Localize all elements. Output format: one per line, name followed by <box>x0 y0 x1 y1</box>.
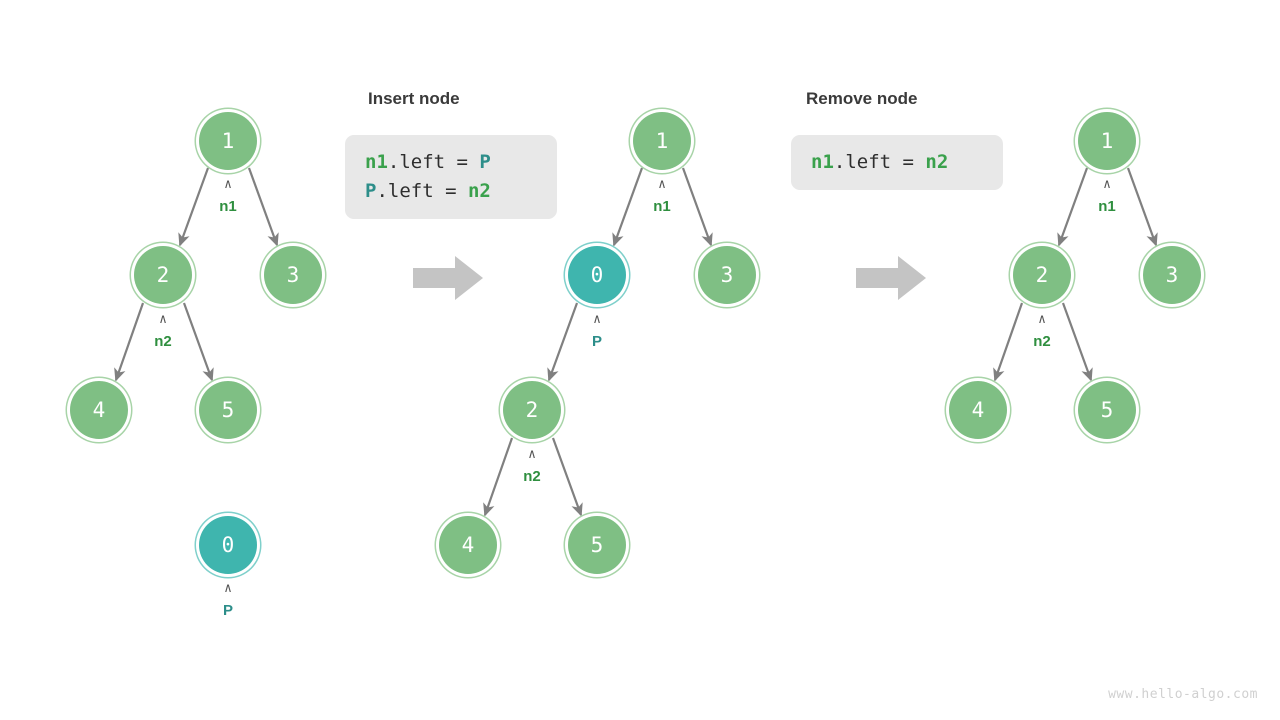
tree-node[interactable]: 3 <box>1143 246 1201 304</box>
tree-node[interactable]: 2 <box>134 246 192 304</box>
tree-node[interactable]: 1 <box>199 112 257 170</box>
code-token-p: P <box>479 151 491 173</box>
tree-node[interactable]: 2 <box>1013 246 1071 304</box>
watermark: www.hello-algo.com <box>1108 687 1258 702</box>
code-token-op: .left = <box>833 151 926 173</box>
code-token-op: .left = <box>387 151 480 173</box>
pointer-name: n1 <box>219 198 237 215</box>
tree-node[interactable]: 4 <box>949 381 1007 439</box>
pointer-name: n2 <box>523 468 541 485</box>
pointer-name: n1 <box>1098 198 1116 215</box>
caret-icon: ∧ <box>593 312 601 327</box>
caret-icon: ∧ <box>159 312 167 327</box>
pointer-name: n1 <box>653 198 671 215</box>
caret-icon: ∧ <box>1103 177 1111 192</box>
code-token-n2: n2 <box>467 180 491 202</box>
code-token-p: P <box>365 180 377 202</box>
tree-node[interactable]: 1 <box>633 112 691 170</box>
pointer-name: n2 <box>1033 333 1051 350</box>
pointer-label-n1: ∧ n1 <box>1077 177 1137 216</box>
tree-node[interactable]: 4 <box>439 516 497 574</box>
tree-node-inserted[interactable]: 0 <box>568 246 626 304</box>
caret-icon: ∧ <box>528 447 536 462</box>
caret-icon: ∧ <box>658 177 666 192</box>
tree-node-detached[interactable]: 0 <box>199 516 257 574</box>
pointer-label-n2: ∧ n2 <box>502 447 562 486</box>
code-token-n2: n2 <box>925 151 949 173</box>
section-title-remove: Remove node <box>806 89 918 108</box>
code-token-op: .left = <box>376 180 468 202</box>
code-box-remove: n1.left = n2 <box>791 135 1003 190</box>
pointer-label-n2: ∧ n2 <box>1012 312 1072 351</box>
code-line: n1.left = P <box>365 148 537 177</box>
step-arrow-icon <box>413 255 485 306</box>
tree-node[interactable]: 3 <box>264 246 322 304</box>
pointer-label-n2: ∧ n2 <box>133 312 193 351</box>
pointer-label-p: ∧ P <box>198 581 258 620</box>
pointer-name: n2 <box>154 333 172 350</box>
section-title-insert: Insert node <box>368 89 460 108</box>
code-token-n1: n1 <box>365 151 388 173</box>
pointer-name: P <box>222 602 233 619</box>
tree-node[interactable]: 2 <box>503 381 561 439</box>
code-box-insert: n1.left = P P.left = n2 <box>345 135 557 219</box>
caret-icon: ∧ <box>224 177 232 192</box>
pointer-label-n1: ∧ n1 <box>632 177 692 216</box>
caret-icon: ∧ <box>224 581 232 596</box>
tree-node[interactable]: 5 <box>568 516 626 574</box>
code-token-n1: n1 <box>811 151 834 173</box>
tree-node[interactable]: 5 <box>199 381 257 439</box>
pointer-name: P <box>591 333 602 350</box>
code-line: P.left = n2 <box>365 177 537 206</box>
tree-node[interactable]: 3 <box>698 246 756 304</box>
pointer-label-p: ∧ P <box>567 312 627 351</box>
tree-node[interactable]: 1 <box>1078 112 1136 170</box>
pointer-label-n1: ∧ n1 <box>198 177 258 216</box>
caret-icon: ∧ <box>1038 312 1046 327</box>
tree-node[interactable]: 5 <box>1078 381 1136 439</box>
step-arrow-icon <box>856 255 928 306</box>
code-line: n1.left = n2 <box>811 148 983 177</box>
tree-node[interactable]: 4 <box>70 381 128 439</box>
